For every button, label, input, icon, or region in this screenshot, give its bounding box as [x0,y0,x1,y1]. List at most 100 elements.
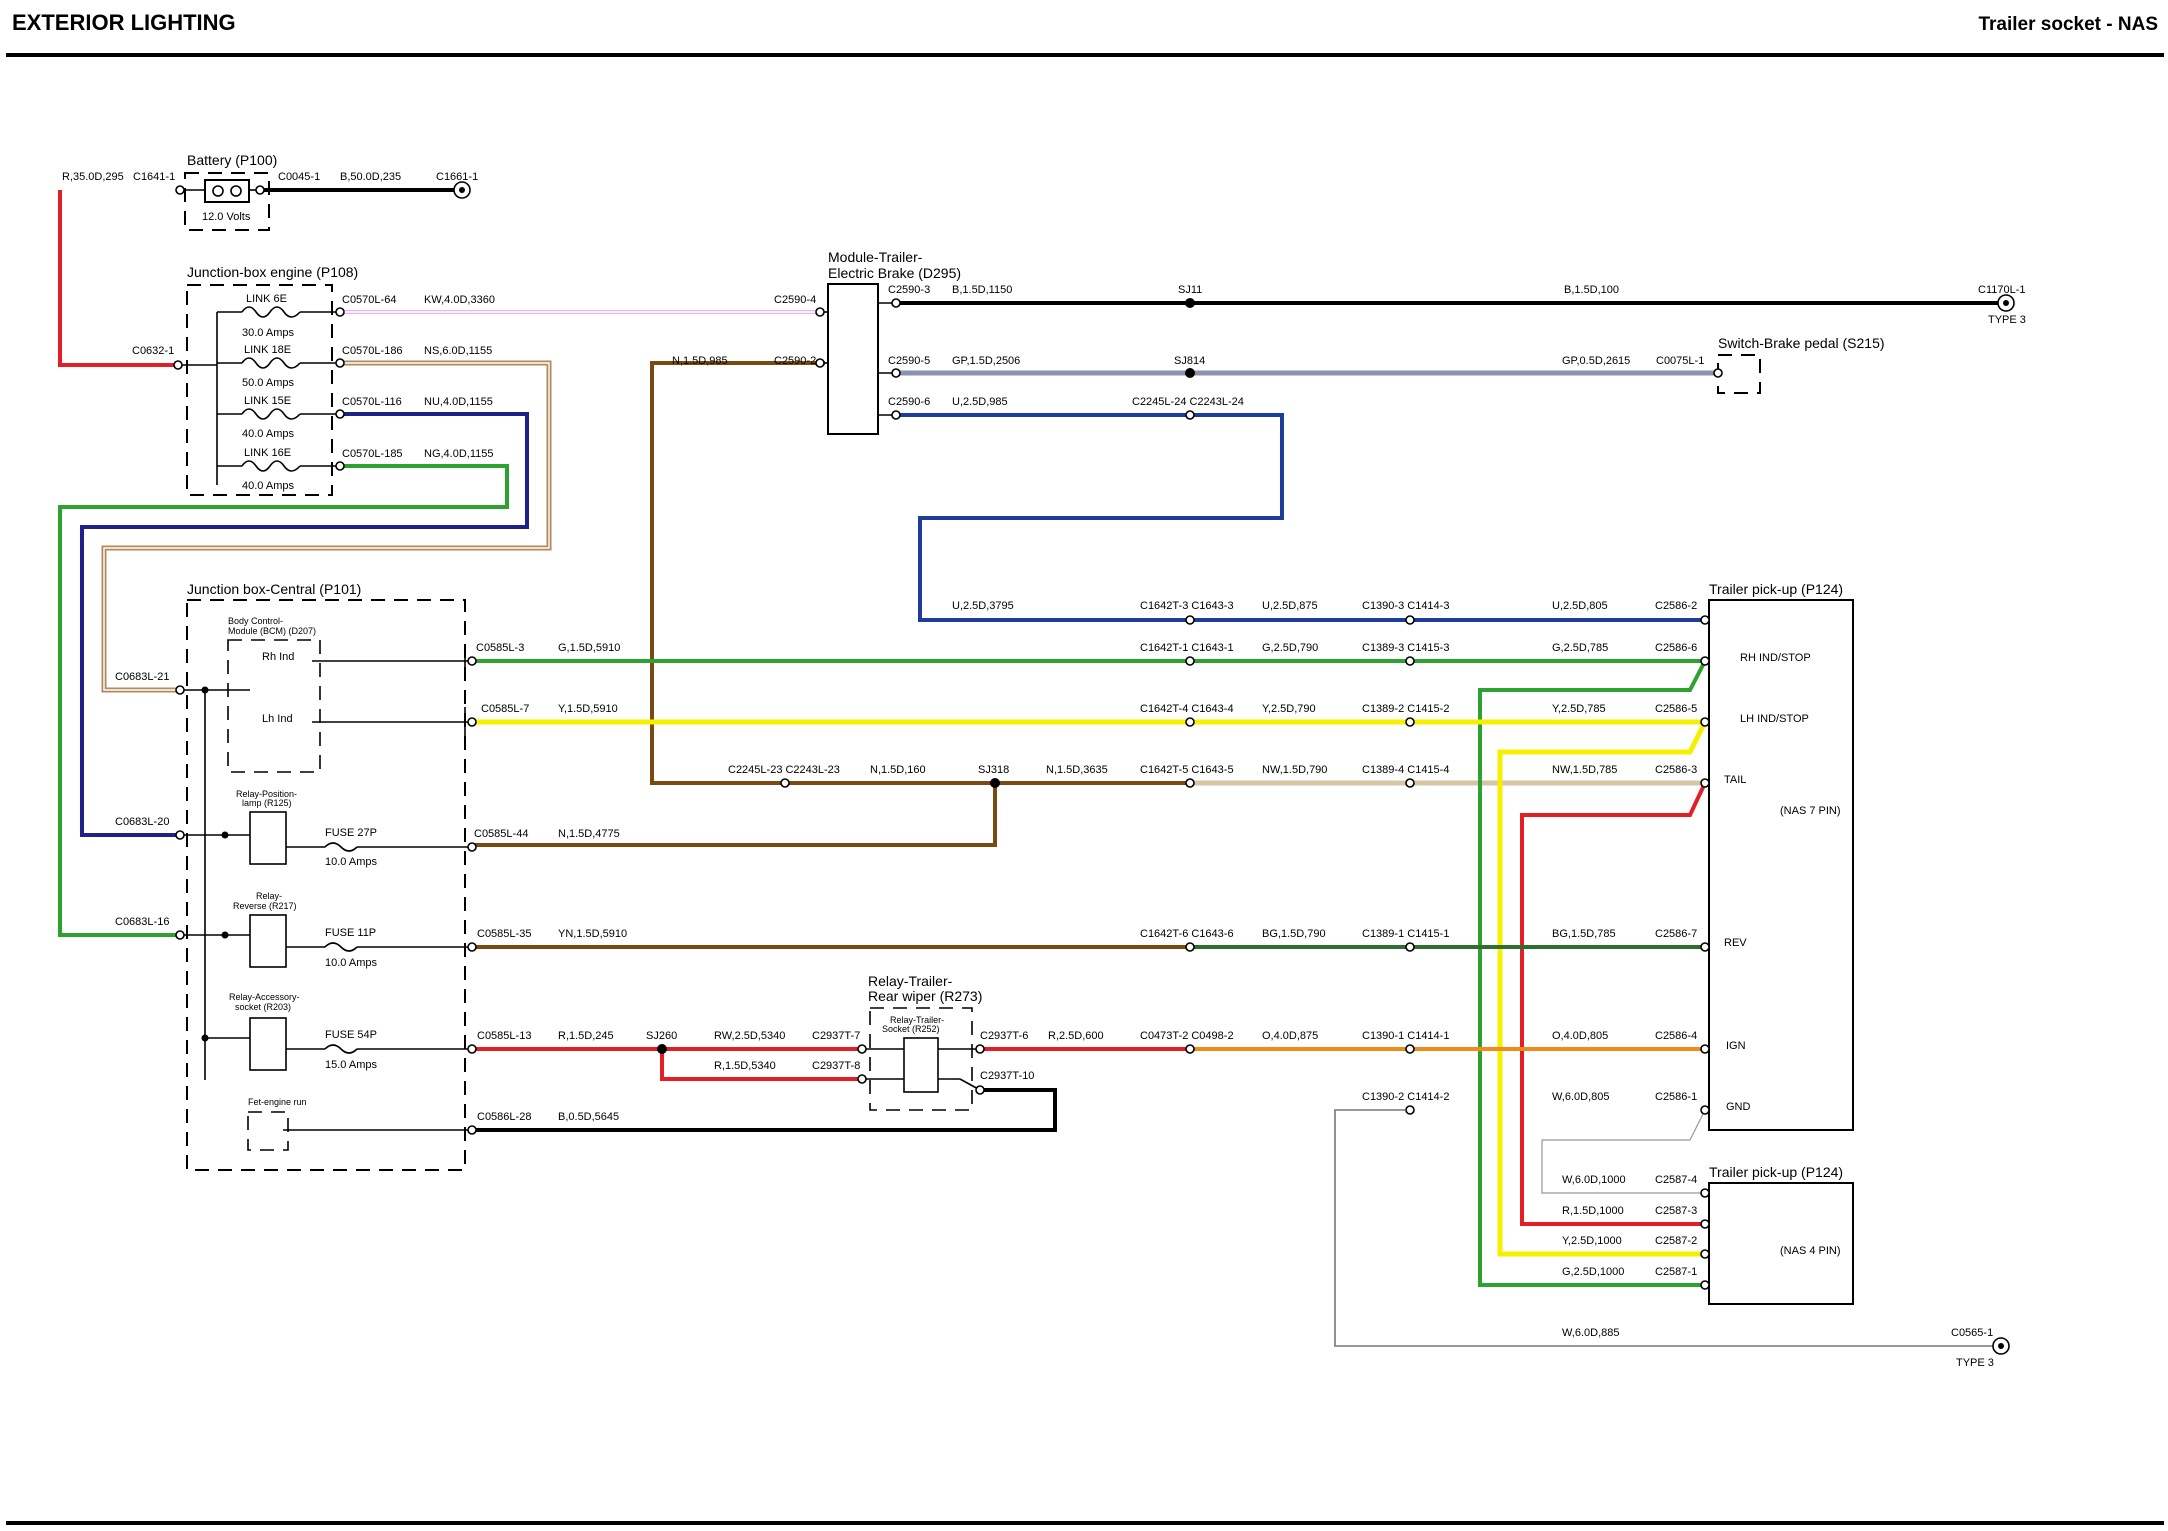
connector-label: C2586-2 [1655,600,1697,612]
connector-pin [857,1074,867,1084]
fuse-link6e: LINK 6E [246,293,287,305]
switch-label: Switch-Brake pedal (S215) [1718,335,1885,351]
connector-pin [1405,1105,1415,1115]
connector-labels: R,35.0D,295 C1641-1 C0045-1 B,50.0D,235 … [62,171,2026,1339]
connector-pin [175,185,185,195]
connector-pin [1405,656,1415,666]
fuse-link15e-amps: 40.0 Amps [242,428,294,440]
connector-label: C2586-5 [1655,703,1697,715]
connector-label: C2587-4 [1655,1174,1697,1186]
wire-label: B,1.5D,1150 [952,284,1012,296]
relay-acc-label-2: socket (R203) [235,1002,291,1012]
connector-label: C1389-4 C1415-4 [1362,764,1449,776]
connector-label: C2586-3 [1655,764,1697,776]
wire-label: NU,4.0D,1155 [424,396,493,408]
connector-label: C0570L-185 [342,448,403,460]
splice-label: SJ260 [646,1030,677,1042]
connector-pin [1405,778,1415,788]
module-label-1: Module-Trailer- [828,249,923,265]
wire-nu [80,412,529,837]
connector-label: C0570L-64 [342,294,396,306]
connector-label: C1390-1 C1414-1 [1362,1030,1449,1042]
connector-pin [975,1044,985,1054]
connector-label: C2937T-8 [812,1060,860,1072]
connector-label: C1642T-6 C1643-6 [1140,928,1234,940]
connector-pin [467,1044,477,1054]
battery-label: Battery (P100) [187,152,277,168]
battery-volts: 12.0 Volts [202,211,251,223]
connector-pin [857,1044,867,1054]
connector-pin [175,930,185,940]
page-subtitle: Trailer socket - NAS [1978,14,2158,35]
relay-acc-label-1: Relay-Accessory- [229,992,300,1002]
module-trailer-brake: Module-Trailer- Electric Brake (D295) [820,249,961,435]
wire-label: N,1.5D,985 [672,355,728,367]
wire-blue-module [896,413,1705,622]
connector-label: C2245L-23 C2243L-23 [728,764,840,776]
connector-pin [467,717,477,727]
wire-white-gnd [1541,1109,1706,1194]
connector-pin [1185,942,1195,952]
wire-label: NW,1.5D,790 [1262,764,1327,776]
connector-label: C0045-1 [278,171,320,183]
connector-pin [255,185,265,195]
connector-pin [975,1085,985,1095]
connector-label: C2590-6 [888,396,930,408]
wire-label: Y,2.5D,785 [1552,703,1606,715]
fuse-27p-amps: 10.0 Amps [325,856,377,868]
wire-label: B,50.0D,235 [340,171,401,183]
wire-ng [58,464,509,937]
pin-tail: TAIL [1724,774,1746,786]
splice-points [657,298,1195,1054]
connector-label: C0585L-44 [474,828,528,840]
fuse-54p: FUSE 54P [325,1029,377,1041]
trailer7-label: Trailer pick-up (P124) [1709,581,1843,597]
page-title: EXTERIOR LIGHTING [12,10,236,35]
type3-label-b: TYPE 3 [1956,1357,1994,1369]
wire-label: G,2.5D,785 [1552,642,1608,654]
switch-brake-pedal: Switch-Brake pedal (S215) [1717,335,1885,394]
wire-green-rh-to4 [1478,660,1707,1287]
connector-pin [1405,942,1415,952]
trailer-pickup-4pin: Trailer pick-up (P124) (NAS 4 PIN) [1708,1164,1854,1305]
trailer7-type: (NAS 7 PIN) [1780,805,1841,817]
connector-label: C0473T-2 C0498-2 [1140,1030,1234,1042]
wire-label: BG,1.5D,790 [1262,928,1326,940]
bcm-label-2: Module (BCM) (D207) [228,626,316,636]
connector-pin [1700,1044,1710,1054]
wire-yellow-lh-to4 [1497,720,1708,1257]
connector-pin [1700,1105,1710,1115]
pin-rh-ind-stop: RH IND/STOP [1740,652,1811,664]
connector-pin [335,461,345,471]
connector-pin [1700,1249,1710,1259]
wire-brown-module [650,361,995,785]
splice-label: SJ814 [1174,355,1205,367]
wire-label: NS,6.0D,1155 [424,345,492,357]
wire-label: RW,2.5D,5340 [714,1030,785,1042]
wire-label: R,1.5D,1000 [1562,1205,1624,1217]
relay-rev-label-1: Relay- [256,891,282,901]
type3-label-a: TYPE 3 [1988,314,2026,326]
connector-label: C1390-2 C1414-2 [1362,1091,1449,1103]
connector-pin [467,842,477,852]
connector-label: C2586-6 [1655,642,1697,654]
fuse-link18e-amps: 50.0 Amps [242,377,294,389]
connector-pin [1185,615,1195,625]
battery: Battery (P100) 12.0 Volts [180,152,277,231]
bcm-label-1: Body Control- [228,616,283,626]
wire-label: W,6.0D,805 [1552,1091,1609,1103]
wire-label: W,6.0D,1000 [1562,1174,1626,1186]
connector-pins [173,185,1723,1290]
connector-pin [1405,615,1415,625]
connector-pin [891,298,901,308]
connector-label: C1642T-5 C1643-5 [1140,764,1234,776]
connector-label: C0075L-1 [1656,355,1704,367]
junction-box-central: Junction box-Central (P101) Body Control… [180,581,472,1171]
connector-pin [1700,1219,1710,1229]
fuse-link16e-amps: 40.0 Amps [242,480,294,492]
relay-sock-label-2: Socket (R252) [882,1024,940,1034]
splice-label: SJ11 [1178,284,1202,296]
wire-red-sj260 [660,1049,862,1081]
fuse-link16e: LINK 16E [244,447,291,459]
connector-label: C2586-7 [1655,928,1697,940]
